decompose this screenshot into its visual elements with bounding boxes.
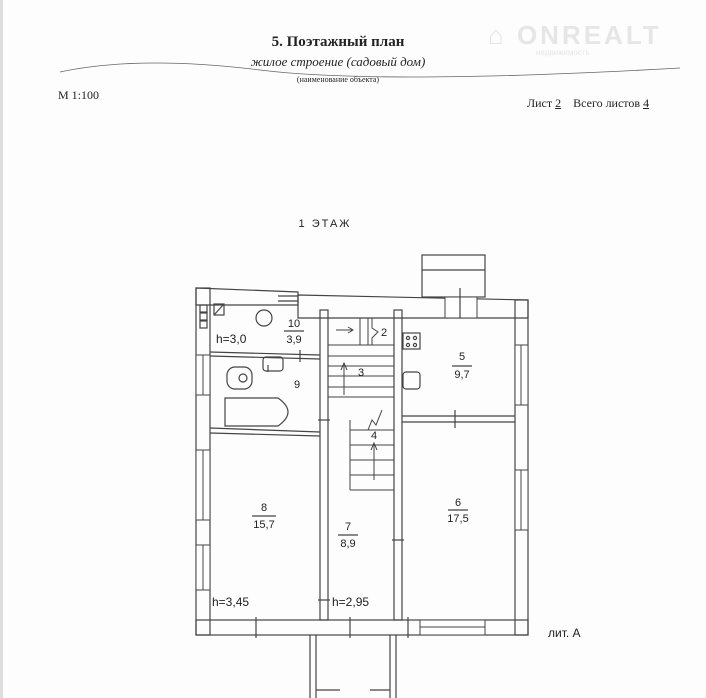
- room-6-number: 6: [455, 497, 461, 509]
- watermark-tagline: недвижимость: [536, 48, 590, 57]
- lit-label: лит. А: [548, 626, 581, 640]
- room-9-number: 9: [294, 379, 300, 391]
- page-title: 5. Поэтажный план: [271, 34, 405, 50]
- height-label-room-7: h=2,95: [332, 595, 369, 609]
- water-heater: [255, 309, 273, 327]
- room-7-area: 8,9: [340, 538, 355, 550]
- sheet-number: 2: [555, 96, 562, 110]
- object-name: жилое строение (садовый дом): [250, 54, 426, 69]
- room-10-area: 3,9: [286, 334, 301, 346]
- watermark-brand: ONREALT: [516, 20, 662, 50]
- bathtub: [224, 397, 289, 427]
- annex: [421, 254, 486, 298]
- header-underline: [59, 62, 681, 78]
- sheet-label: Лист: [527, 96, 553, 110]
- height-label-boiler: h=3,0: [216, 332, 247, 346]
- floor-label: 1 ЭТАЖ: [299, 218, 352, 230]
- height-label-room-8: h=3,45: [212, 595, 249, 609]
- stove: [402, 332, 421, 350]
- object-caption: (наименование объекта): [296, 75, 380, 84]
- sink: [262, 356, 284, 372]
- room-3-number: 3: [358, 367, 364, 379]
- wall-bottom: [195, 619, 529, 636]
- watermark-logo: ⌂ ONREALT недвижимость: [488, 20, 662, 57]
- room-8-number: 8: [261, 502, 267, 514]
- boiler: [213, 303, 225, 316]
- total-sheets-label: Всего листов: [573, 96, 641, 110]
- room-7-number: 7: [345, 521, 351, 533]
- room-6-area: 17,5: [447, 513, 468, 525]
- kitchen-sink: [402, 371, 421, 390]
- room-4-number: 4: [371, 430, 377, 442]
- page-edge: [0, 0, 3, 698]
- room-5-area: 9,7: [454, 369, 469, 381]
- room-10-number: 10: [288, 318, 300, 330]
- room-2-number: 2: [381, 327, 387, 339]
- toilet: [226, 366, 253, 390]
- wall-interior: [319, 309, 329, 621]
- room-5-number: 5: [459, 351, 465, 363]
- room-8-area: 15,7: [253, 519, 274, 531]
- total-sheets-number: 4: [643, 96, 650, 110]
- scale-label: М 1:100: [58, 88, 100, 102]
- sheet-info: Лист 2 Всего листов 4: [527, 96, 649, 111]
